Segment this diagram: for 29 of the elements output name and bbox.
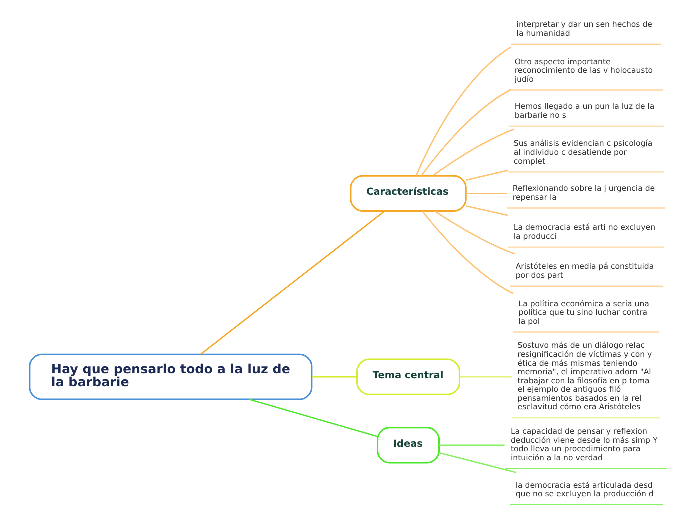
- connector: [432, 128, 514, 176]
- connector: [466, 192, 506, 194]
- connector: [459, 376, 512, 378]
- node-text: La política económica a sería una política que tu sino luchar contra la pol: [518, 299, 649, 326]
- node-text: Sus análisis evidencian c psicología al individuo c desatiende por complet: [513, 139, 652, 166]
- node-box: Características: [350, 175, 466, 212]
- connector: [438, 444, 504, 446]
- connector: [466, 206, 508, 216]
- node-text: la democracia está articulada desd que no se excluyen la producción d: [515, 480, 654, 499]
- node-text: Aristóteles en media pá constituida por dos part: [515, 262, 654, 280]
- connector: [415, 46, 511, 176]
- node-text: Sostuvo más de un diálogo relac resignificación de víctimas y con y ética de más mismas teniendo memoria", el imperativo adorn "Al trabajar con la filosofía en p toma el ejemplo de antiguos filó pensamientos basados en la rel esclavitud cómo era Aristóteles: [517, 341, 652, 412]
- node-text: La democracia está arti no excluyen la producci: [513, 223, 656, 241]
- node-text: Otro aspecto importante reconocimiento de las v holocausto judío: [514, 57, 653, 84]
- connector: [420, 89, 512, 176]
- connector: [466, 170, 508, 181]
- connector: [200, 210, 385, 356]
- node-box: Ideas: [376, 427, 440, 464]
- node-text: interpretar y dar un sen hechos de la humanidad: [516, 20, 652, 38]
- connector: [438, 452, 516, 474]
- node-text: La capacidad de pensar y reflexion deducción viene desde lo más simp Y todo lleva un procedimiento para intuición a la no verdad: [510, 427, 658, 462]
- node-text: Hemos llegado a un pun la luz de la barbarie no s: [514, 102, 654, 120]
- connector: [248, 398, 378, 438]
- connector: [312, 376, 357, 378]
- connector: [434, 210, 515, 255]
- node-box: Hay que pensarlo todo a la luz de la barbarie: [28, 354, 312, 400]
- node-text: Reflexionando sobre la j urgencia de repensar la: [512, 184, 655, 202]
- connector: [422, 211, 514, 294]
- node-box: Tema central: [356, 358, 460, 396]
